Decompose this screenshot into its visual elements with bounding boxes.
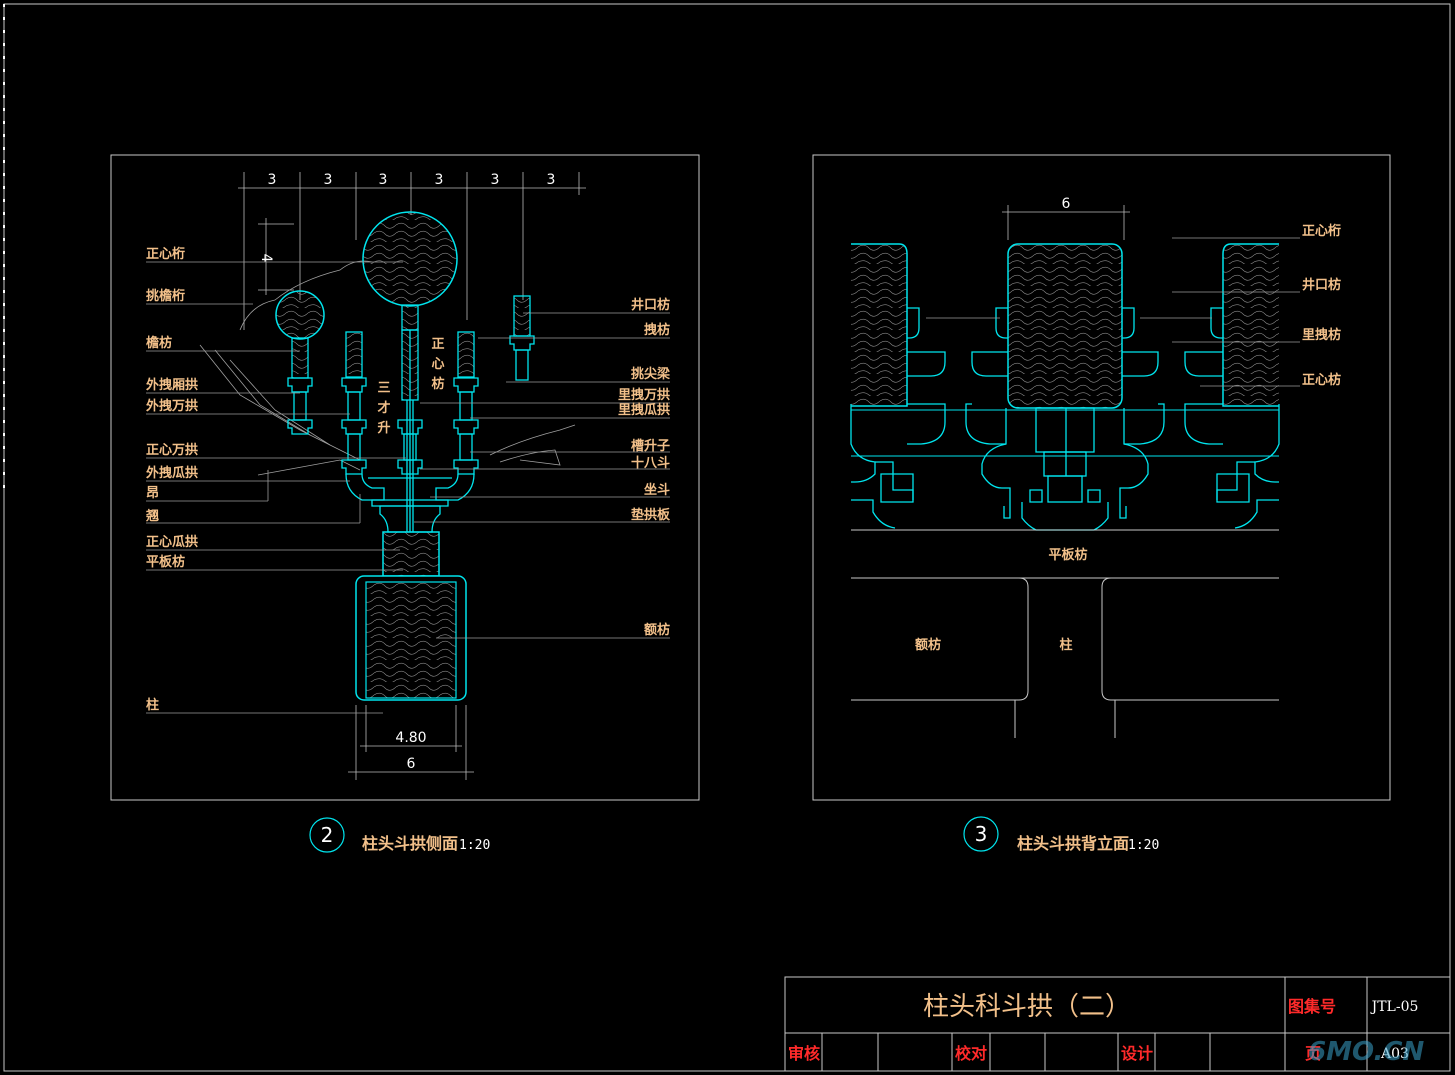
drawing-title: 柱头科斗拱（二） bbox=[923, 992, 1131, 1022]
plate-beam-shape bbox=[382, 531, 440, 577]
label-ridge-purlin-3: 正心桁 bbox=[1302, 223, 1341, 239]
inner-label-1: 三 bbox=[377, 381, 390, 396]
inner-label-2: 才 bbox=[377, 400, 390, 416]
detail-2-side-elevation: 3 3 3 3 3 3 4 bbox=[110, 154, 700, 853]
dim-top-4: 3 bbox=[435, 172, 444, 188]
label-zuo-dou: 坐斗 bbox=[644, 483, 670, 498]
label-center-gua-arm: 正心瓜拱 bbox=[146, 534, 198, 550]
label-bracket-board: 垫拱板 bbox=[631, 507, 671, 523]
label-well-beam-3: 井口枋 bbox=[1302, 277, 1341, 293]
label-tiaojian-beam: 挑尖梁 bbox=[631, 366, 671, 382]
inner-label-3: 升 bbox=[377, 420, 390, 436]
architrave-shape bbox=[365, 581, 457, 699]
dim-bottom-b: 6 bbox=[407, 756, 416, 772]
detail-3-back-elevation: 6 bbox=[812, 154, 1391, 853]
label-eave-beam: 檐枋 bbox=[146, 335, 172, 351]
detail-3-scale: 1:20 bbox=[1128, 838, 1159, 853]
detail-3-frame bbox=[812, 154, 1391, 801]
page-value: A03 bbox=[1380, 1046, 1409, 1062]
review-label: 审核 bbox=[788, 1044, 820, 1063]
main-purlin-shape bbox=[362, 211, 458, 307]
dim-top-6: 3 bbox=[547, 172, 556, 188]
inner-label-4: 正 bbox=[431, 337, 444, 352]
label-inner-beam-3: 里拽枋 bbox=[1302, 327, 1341, 343]
page-label: 页 bbox=[1305, 1044, 1321, 1063]
detail-2-marker bbox=[309, 817, 345, 853]
detail-3-number: 3 bbox=[975, 822, 988, 846]
dim-bottom-a: 4.80 bbox=[395, 730, 426, 746]
label-eave-purlin: 挑檐桁 bbox=[146, 288, 185, 304]
label-shiba-dou: 十八斗 bbox=[631, 455, 670, 471]
dim-top-1: 3 bbox=[268, 172, 277, 188]
watermark: 6MO.CN bbox=[1308, 1037, 1424, 1067]
label-qiao: 翘 bbox=[145, 509, 159, 524]
label-inner-wan-arm: 里拽万拱 bbox=[618, 387, 670, 403]
detail-3-marker bbox=[963, 816, 999, 852]
label-ridge-purlin: 正心桁 bbox=[146, 246, 185, 262]
label-plate-beam: 平板枋 bbox=[146, 554, 185, 570]
dim-top-3: 6 bbox=[1062, 196, 1071, 212]
label-architrave-3: 额枋 bbox=[915, 637, 941, 653]
check-label: 校对 bbox=[955, 1044, 987, 1063]
detail-2-scale: 1:20 bbox=[459, 838, 490, 853]
set-label: 图集号 bbox=[1288, 997, 1336, 1016]
bracket-clusters bbox=[850, 307, 1280, 531]
label-well-beam: 井口枋 bbox=[631, 297, 670, 313]
label-architrave: 额枋 bbox=[644, 622, 670, 638]
dim-vertical: 4 bbox=[258, 254, 274, 263]
label-outer-wan-arm: 外拽万拱 bbox=[145, 398, 198, 414]
title-block: 柱头科斗拱（二） 图集号 JTL-05 审核 校对 设计 页 A03 6MO.C… bbox=[784, 976, 1451, 1072]
detail-3-title: 柱头斗拱背立面 bbox=[1017, 834, 1129, 853]
ridge-purlin-block bbox=[1007, 243, 1123, 409]
label-plate-beam-3: 平板枋 bbox=[1048, 547, 1087, 563]
design-label: 设计 bbox=[1121, 1044, 1153, 1063]
label-outer-xiang-arm: 外拽厢拱 bbox=[145, 377, 198, 393]
label-center-wan-arm: 正心万拱 bbox=[146, 442, 198, 458]
detail-2-title: 柱头斗拱侧面 bbox=[362, 834, 458, 853]
inner-label-5: 心 bbox=[431, 357, 444, 372]
eave-purlin-shape bbox=[275, 290, 325, 340]
set-value: JTL-05 bbox=[1370, 999, 1419, 1015]
label-outer-gua-arm: 外拽瓜拱 bbox=[145, 465, 198, 481]
label-column: 柱 bbox=[146, 697, 159, 713]
dim-top-5: 3 bbox=[491, 172, 500, 188]
sheet-frame bbox=[3, 3, 1451, 1072]
dim-top-2: 3 bbox=[324, 172, 333, 188]
label-column-3: 柱 bbox=[1059, 637, 1072, 653]
detail-2-number: 2 bbox=[321, 823, 334, 847]
label-inner-gua-arm: 里拽瓜拱 bbox=[618, 402, 670, 418]
label-ang: 昂 bbox=[146, 485, 159, 501]
dim-top-3: 3 bbox=[379, 172, 388, 188]
label-cao-sheng: 槽升子 bbox=[631, 438, 670, 454]
label-pull-beam: 拽枋 bbox=[644, 322, 670, 338]
inner-label-6: 枋 bbox=[431, 376, 444, 392]
label-center-beam-3: 正心枋 bbox=[1302, 372, 1341, 388]
detail-2-frame bbox=[110, 154, 700, 801]
